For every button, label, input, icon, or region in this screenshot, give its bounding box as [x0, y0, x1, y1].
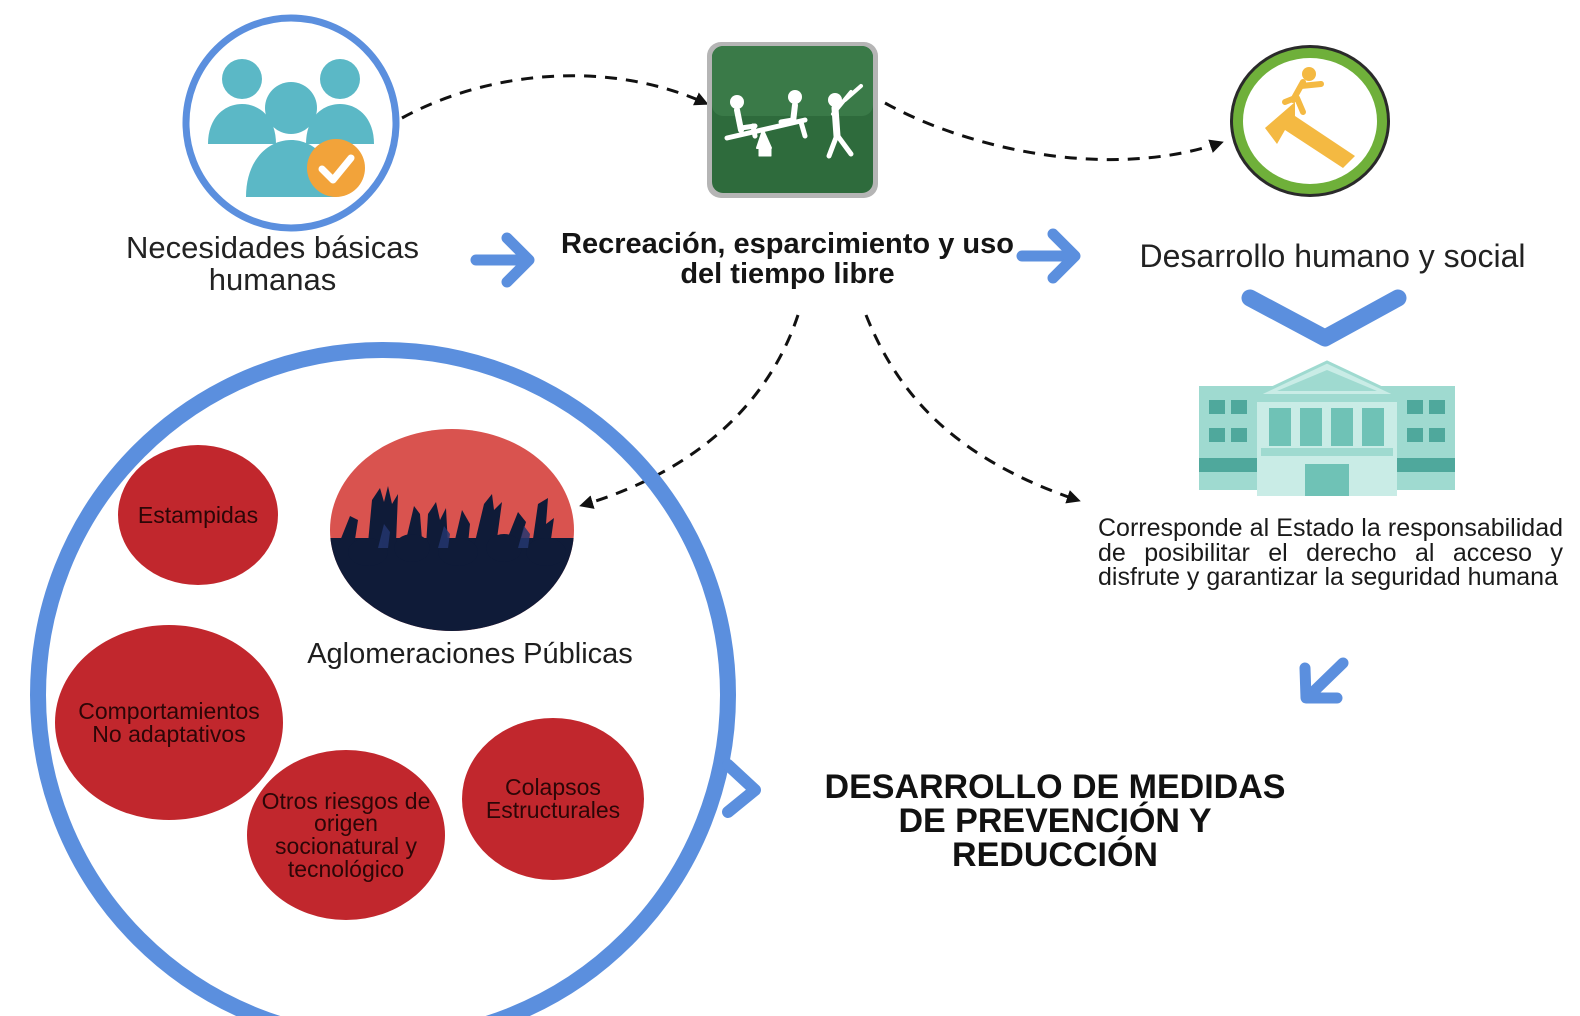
risks-container-circle [30, 342, 736, 1016]
risk-label: Estampidas [137, 501, 259, 528]
risk-circle-maladaptive-behaviors: Comportamientos No adaptativos [55, 625, 283, 820]
needs-label: Necesidades básicas humanas [126, 230, 419, 297]
people-check-icon [180, 12, 402, 234]
dashed-arrow-recreation-to-state [864, 314, 1081, 504]
climbing-person-arrow-icon [1225, 40, 1395, 202]
measures-title: DESARROLLO DE MEDIDAS DE PREVENCIÓN Y RE… [824, 768, 1286, 874]
risk-circle-other-risks: Otros riesgos de origen socionatural y t… [247, 750, 445, 920]
blue-arrow-needs-to-recreation [470, 232, 535, 288]
crowds-label: Aglomeraciones Públicas [307, 638, 633, 670]
risk-circle-structural-collapses: Colapsos Estructurales [462, 718, 644, 880]
government-building-icon [1197, 358, 1457, 496]
risk-label: Otros riesgos de origen socionatural y t… [261, 787, 431, 882]
dashed-arrow-recreation-to-development [884, 101, 1224, 162]
dashed-arrow-recreation-to-crowds [579, 314, 800, 509]
development-label: Desarrollo humano y social [1139, 238, 1526, 274]
crowd-hands-icon [328, 428, 576, 633]
recreation-label: Recreación, esparcimiento y uso del tiem… [561, 228, 1014, 290]
playground-sports-icon [705, 40, 880, 200]
blue-arrow-state-to-measures [1299, 657, 1349, 704]
blue-arrow-recreation-to-development [1016, 228, 1081, 284]
blue-chevron-down [1241, 289, 1407, 347]
state-responsibility-text: Corresponde al Estado la responsabilidad… [1098, 514, 1563, 591]
risk-circle-stampedes: Estampidas [118, 445, 278, 585]
dashed-arrow-needs-to-recreation [401, 74, 709, 120]
risk-label: Colapsos Estructurales [485, 774, 621, 823]
risk-label: Comportamientos No adaptativos [78, 697, 260, 747]
circle-arrowhead [722, 759, 761, 818]
